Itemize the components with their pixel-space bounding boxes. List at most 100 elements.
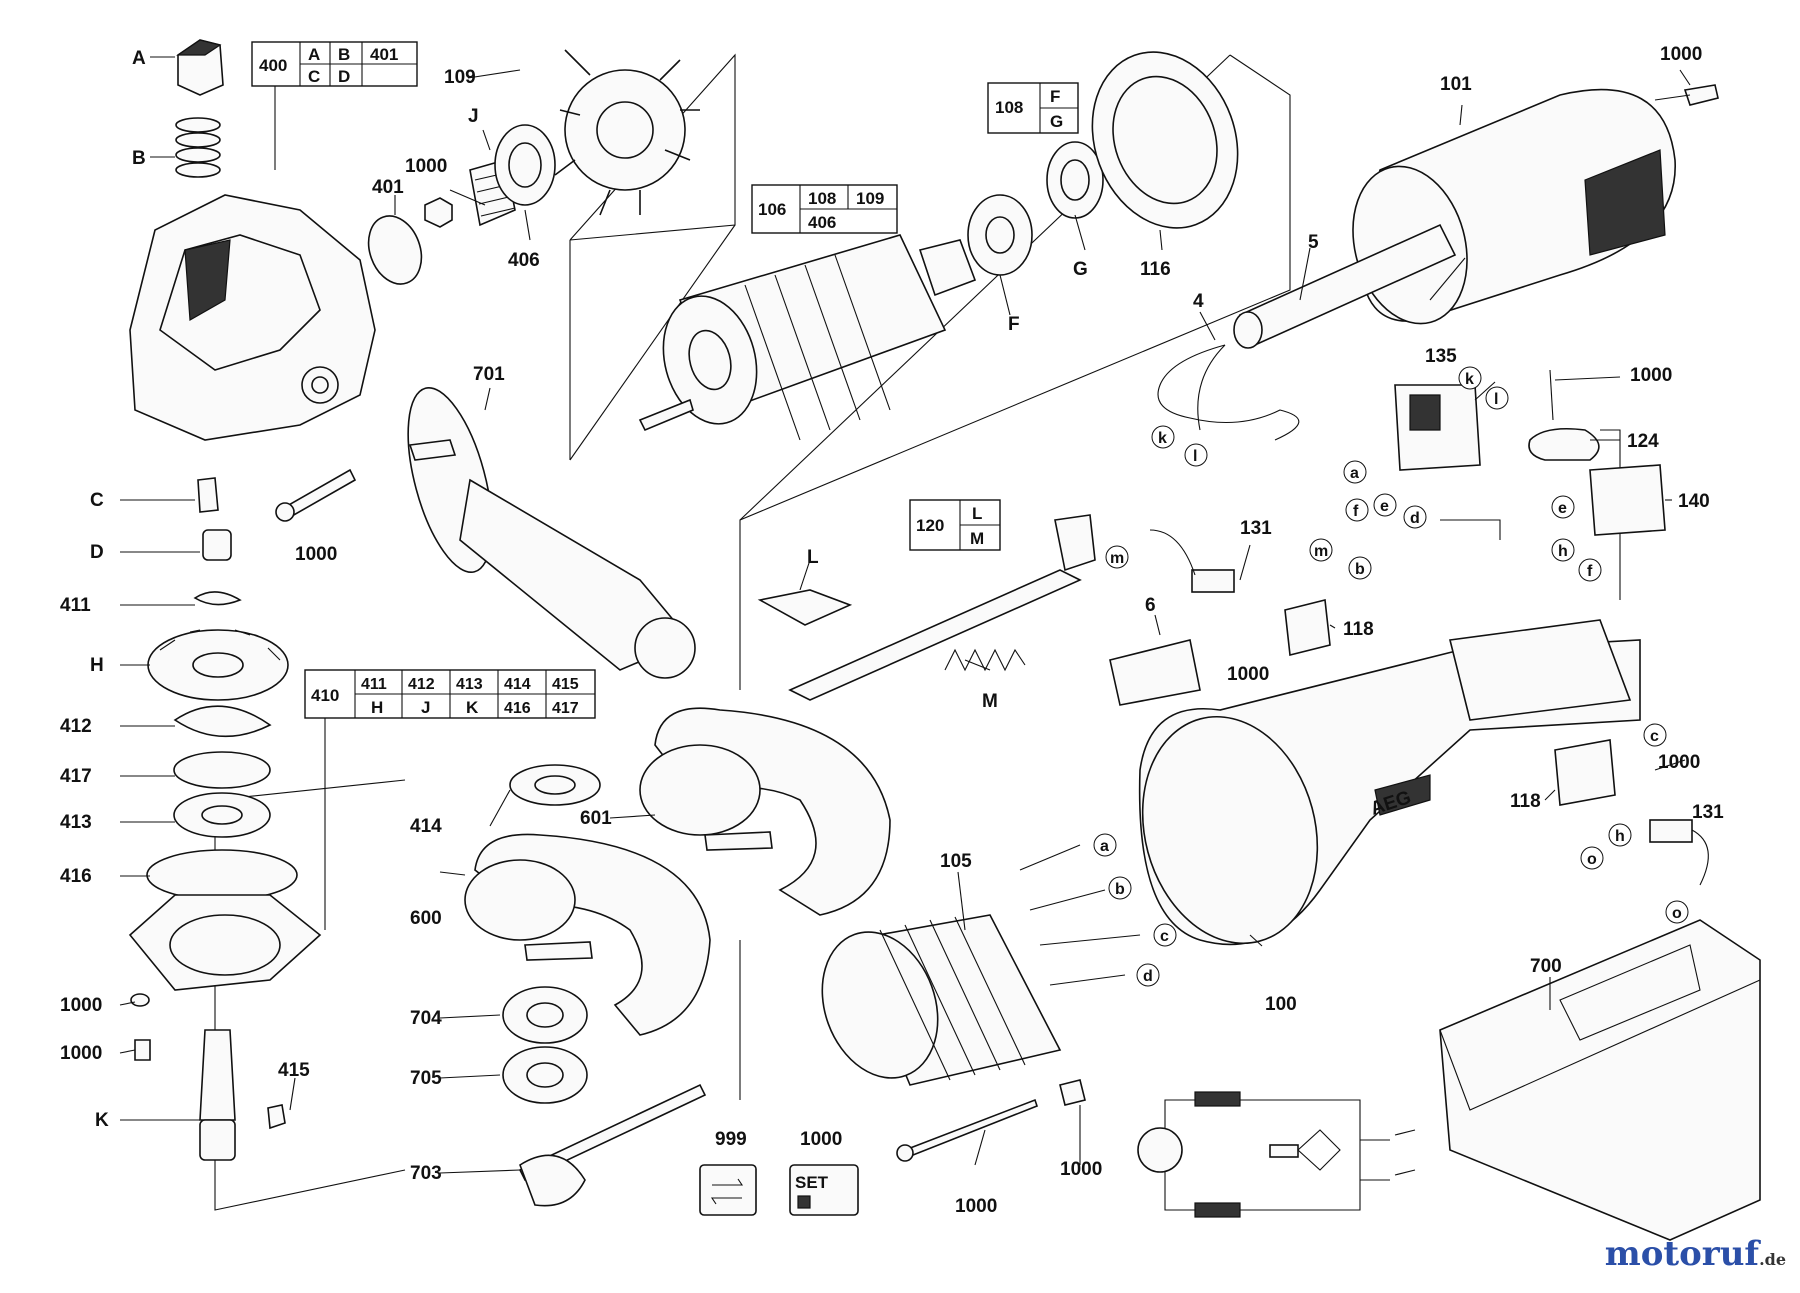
- table-410-cell: J: [421, 698, 430, 717]
- wire-letter: k: [1465, 371, 1474, 388]
- table-108-cell: F: [1050, 87, 1060, 106]
- part-410-flange: [128, 894, 322, 991]
- part-417-washer: [173, 751, 271, 789]
- part-6-label: [1109, 639, 1201, 706]
- wire-circles: a b c d a f e d k l k l m m b e h f: [1093, 366, 1689, 987]
- wire-letter: l: [1193, 448, 1197, 465]
- label-F: F: [1008, 314, 1020, 335]
- part-416-oring: [146, 849, 298, 901]
- wire-letter: m: [1110, 550, 1124, 567]
- label-1000: 1000: [1630, 365, 1672, 386]
- table-410: 410 411 412 413 414 415 H J K 416 417: [304, 669, 596, 719]
- part-703-spanner: [518, 1083, 707, 1207]
- label-116: 116: [1140, 259, 1171, 280]
- table-120-cell: M: [970, 529, 984, 548]
- label-B: B: [132, 148, 146, 169]
- part-1000-long-screw: [896, 1098, 1038, 1162]
- label-C: C: [90, 490, 104, 511]
- part-124-lever: [1528, 369, 1600, 461]
- wire-letter: e: [1558, 500, 1567, 517]
- label-406: 406: [508, 250, 540, 271]
- table-106-cell: 108: [808, 189, 836, 208]
- part-M-spring: [944, 648, 1026, 672]
- table-410-id: 410: [311, 686, 339, 705]
- table-106-cell: 109: [856, 189, 884, 208]
- part-1000-screw-left: [275, 468, 357, 522]
- label-131: 131: [1240, 518, 1272, 539]
- label-L: L: [807, 547, 819, 568]
- part-412-circlip: [173, 705, 272, 738]
- label-1000: 1000: [1660, 44, 1702, 65]
- part-5-handle-tube: [1233, 223, 1457, 349]
- label-109: 109: [444, 67, 476, 88]
- label-415: 415: [278, 1060, 310, 1081]
- label-135: 135: [1425, 346, 1457, 367]
- wire-letter: o: [1672, 905, 1682, 922]
- part-C-pin: [197, 477, 219, 513]
- label-A: A: [132, 48, 146, 69]
- watermark: motoruf.de: [1605, 1234, 1786, 1274]
- part-413-bearing: [173, 792, 271, 838]
- label-6: 6: [1145, 595, 1156, 616]
- table-400-cell: 401: [370, 45, 398, 64]
- label-J: J: [468, 106, 479, 127]
- label-1000: 1000: [1227, 664, 1269, 685]
- label-703: 703: [410, 1163, 442, 1184]
- table-410-cell: 417: [552, 700, 579, 717]
- label-G: G: [1073, 259, 1088, 280]
- leader-lines: [119, 56, 1691, 1174]
- part-411-clip: [193, 591, 242, 606]
- label-1000: 1000: [295, 544, 337, 565]
- set-label: SET: [795, 1173, 829, 1192]
- wire-letter: l: [1494, 391, 1498, 408]
- table-400-id: 400: [259, 56, 287, 75]
- wire-letter: c: [1650, 728, 1659, 745]
- label-1000: 1000: [1060, 1159, 1102, 1180]
- table-410-cell: 412: [408, 676, 435, 693]
- label-118: 118: [1510, 791, 1541, 812]
- part-L-lock-button: [757, 589, 853, 626]
- table-410-cell: 416: [504, 700, 531, 717]
- label-100: 100: [1265, 994, 1297, 1015]
- part-F-bearing: [967, 194, 1033, 276]
- part-116-baffle: [1091, 51, 1239, 229]
- table-400-cell: B: [338, 45, 350, 64]
- wire-letter: a: [1350, 465, 1359, 482]
- part-1000-washers-left: [130, 993, 151, 1061]
- part-131-brush: [1149, 529, 1709, 886]
- table-410-cell: K: [466, 698, 479, 717]
- label-705: 705: [410, 1068, 442, 1089]
- label-M: M: [982, 691, 998, 712]
- part-118-brush-holder: [1284, 599, 1616, 806]
- label-600: 600: [410, 908, 442, 929]
- label-412: 412: [60, 716, 92, 737]
- wire-letter: h: [1558, 543, 1568, 560]
- part-A-knob: [176, 39, 224, 96]
- table-410-cell: 414: [504, 676, 531, 693]
- part-601-guard: [639, 707, 891, 916]
- part-414-flange: [509, 764, 601, 806]
- part-100-motor-housing-rear: [1138, 619, 1641, 946]
- label-1000: 1000: [955, 1196, 997, 1217]
- wire-letter: b: [1355, 561, 1365, 578]
- wire-letter: d: [1410, 510, 1420, 527]
- label-704: 704: [410, 1008, 442, 1029]
- table-106-cell: 406: [808, 213, 836, 232]
- label-K: K: [95, 1110, 109, 1131]
- part-H-bevel-gear: [147, 629, 289, 701]
- wire-letter: o: [1587, 851, 1597, 868]
- label-1000: 1000: [60, 1043, 102, 1064]
- part-4-cord: [1157, 344, 1300, 441]
- part-400-gear-housing: [129, 194, 376, 441]
- label-411: 411: [60, 595, 91, 616]
- table-410-cell: 411: [361, 676, 387, 693]
- part-101-motor-housing: [1352, 88, 1676, 325]
- label-5: 5: [1308, 232, 1319, 253]
- part-704-nut: [502, 986, 588, 1044]
- wiring-schematic: [1137, 1091, 1416, 1218]
- label-413: 413: [60, 812, 92, 833]
- table-108-id: 108: [995, 98, 1023, 117]
- label-D: D: [90, 542, 104, 563]
